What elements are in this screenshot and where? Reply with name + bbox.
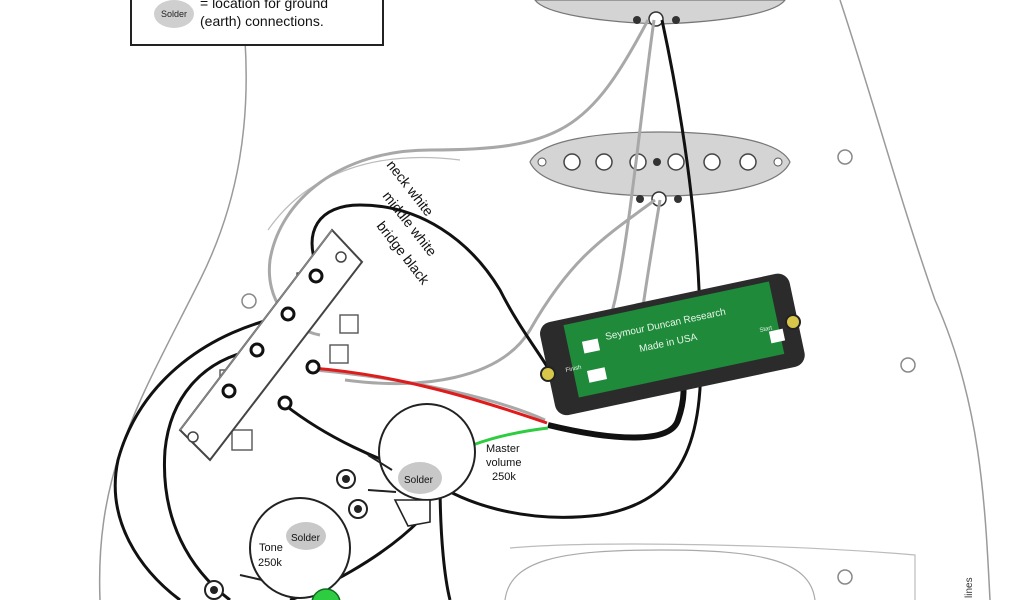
pickguard-screw	[837, 569, 853, 585]
tone-pot-name: Tone	[259, 542, 283, 554]
legend-text: = location for ground (earth) connection…	[200, 0, 380, 30]
solder-swatch: Solder	[154, 0, 194, 28]
pickguard-screw	[900, 357, 916, 373]
volume-pot-name: Master	[486, 443, 520, 455]
legend-line-1: = location for ground	[200, 0, 329, 11]
tone-pot-value: 250k	[258, 557, 282, 569]
tone-solder-label: Solder	[291, 533, 321, 544]
volume-solder-label: Solder	[404, 475, 434, 486]
solder-swatch-label: Solder	[160, 9, 187, 19]
volume-pot	[336, 403, 476, 527]
pickguard-outline	[98, 0, 991, 600]
pickguard-screw	[837, 149, 853, 165]
neck-pickup	[534, 0, 786, 27]
legend-box: Solder = location for ground (earth) con…	[130, 0, 384, 46]
tone-pot	[204, 497, 351, 600]
middle-pickup	[529, 131, 791, 207]
board-mount-screw	[785, 314, 801, 330]
board-mount-screw	[540, 366, 556, 382]
selector-switch	[178, 228, 364, 462]
pickguard-screw	[241, 293, 257, 309]
board-finish-label: Finish	[565, 365, 582, 374]
corner-credit: lines	[964, 577, 975, 598]
pickup-circuit-board	[540, 273, 805, 416]
red-wire	[311, 366, 548, 425]
board-start-label: Start	[759, 325, 773, 334]
legend-line-2: (earth) connections.	[200, 13, 324, 29]
bridge-pickup	[504, 549, 816, 600]
tone-capacitor	[311, 588, 341, 600]
volume-pot-name2: volume	[486, 457, 521, 469]
volume-pot-value: 250k	[492, 471, 516, 483]
inner-cavity-outline	[267, 157, 916, 600]
